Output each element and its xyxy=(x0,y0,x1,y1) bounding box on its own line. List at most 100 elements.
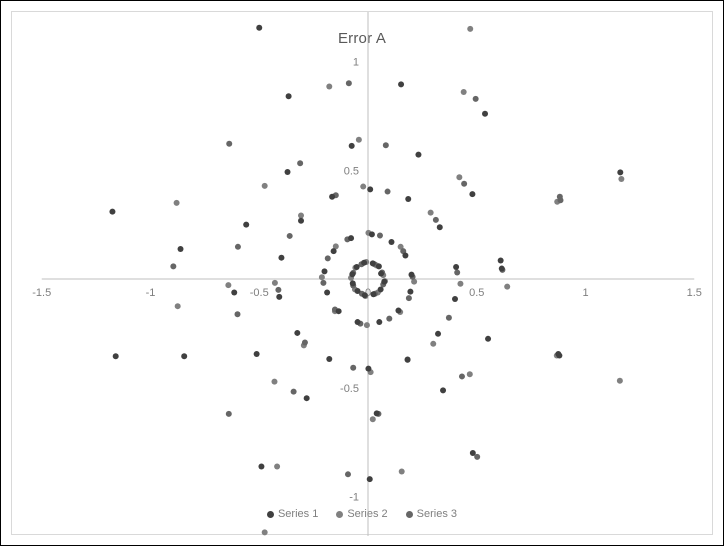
data-point xyxy=(402,252,409,259)
data-point xyxy=(382,142,389,149)
legend-item-2[interactable]: Series 2 xyxy=(336,508,388,520)
data-points-group xyxy=(109,24,625,536)
data-point xyxy=(398,81,405,88)
data-point xyxy=(368,231,375,238)
legend-label: Series 3 xyxy=(416,508,458,520)
legend-item-1[interactable]: Series 1 xyxy=(266,508,318,520)
data-point xyxy=(225,410,232,417)
legend-item-3[interactable]: Series 3 xyxy=(405,508,458,520)
data-point xyxy=(301,339,308,346)
data-point xyxy=(365,365,372,372)
data-point xyxy=(275,286,282,293)
data-point xyxy=(261,182,268,189)
y-tick-label: 0.5 xyxy=(344,165,359,177)
data-point xyxy=(112,353,119,360)
data-point xyxy=(405,295,412,302)
data-point xyxy=(363,322,370,329)
legend-label: Series 2 xyxy=(347,508,388,520)
data-point xyxy=(616,377,623,384)
chart-title: Error A xyxy=(337,30,387,47)
data-point xyxy=(276,293,283,300)
data-point xyxy=(298,212,305,219)
x-tick-label: -1 xyxy=(146,287,156,299)
data-point xyxy=(411,278,418,285)
data-point xyxy=(485,335,492,342)
data-point xyxy=(181,353,188,360)
data-point xyxy=(430,340,437,347)
data-point xyxy=(618,175,625,182)
legend-marker-icon xyxy=(405,510,413,518)
data-point xyxy=(348,235,355,242)
series-1-points xyxy=(109,24,624,483)
data-point xyxy=(361,259,368,266)
data-point xyxy=(278,254,285,261)
y-tick-label: -0.5 xyxy=(340,383,359,395)
data-point xyxy=(318,274,325,281)
data-point xyxy=(271,279,278,286)
data-point xyxy=(472,95,479,102)
data-point xyxy=(398,468,405,475)
data-point xyxy=(373,410,380,417)
data-point xyxy=(231,289,238,296)
data-point xyxy=(457,280,464,287)
x-tick-label: 0 xyxy=(365,287,371,299)
data-point xyxy=(378,270,385,277)
data-point xyxy=(432,216,439,223)
data-point xyxy=(466,371,473,378)
data-point xyxy=(234,311,241,318)
data-point xyxy=(404,356,411,363)
data-point xyxy=(332,243,339,250)
data-point xyxy=(174,303,181,310)
data-point xyxy=(456,174,463,181)
data-point xyxy=(445,314,452,321)
data-point xyxy=(274,463,281,470)
tick-labels-group: -1.5-1-0.500.511.5-1.5-1-0.50.511.5 xyxy=(32,57,702,504)
data-point xyxy=(395,307,402,314)
data-point xyxy=(617,169,624,176)
data-point xyxy=(469,450,476,456)
data-point xyxy=(321,268,328,275)
data-point xyxy=(225,282,232,289)
data-point xyxy=(297,160,304,167)
x-tick-label: 1.5 xyxy=(687,287,702,299)
data-point xyxy=(350,364,357,371)
data-point xyxy=(498,265,505,272)
data-point xyxy=(226,140,233,147)
series-2-points xyxy=(173,25,625,536)
data-point xyxy=(454,269,461,276)
data-point xyxy=(405,195,412,202)
data-point xyxy=(376,319,383,326)
data-point xyxy=(369,416,376,423)
plot-area: -1.5-1-0.500.511.5-1.5-1-0.50.511.5 xyxy=(12,12,714,536)
data-point xyxy=(298,217,305,224)
data-point xyxy=(397,243,404,250)
data-point xyxy=(303,395,310,402)
data-point xyxy=(388,239,395,246)
data-point xyxy=(440,387,447,394)
data-point xyxy=(366,476,373,483)
data-point xyxy=(427,209,434,216)
data-point xyxy=(377,286,384,293)
x-tick-label: -0.5 xyxy=(250,287,269,299)
data-point xyxy=(469,191,476,198)
x-tick-label: -1.5 xyxy=(32,287,51,299)
y-tick-label: 1 xyxy=(353,57,359,69)
chart-container: Error A -1.5-1-0.500.511.5-1.5-1-0.50.51… xyxy=(11,11,714,536)
data-point xyxy=(354,319,361,326)
data-point xyxy=(461,180,468,187)
data-point xyxy=(256,24,263,31)
data-point xyxy=(285,93,292,100)
data-point xyxy=(253,351,260,358)
data-point xyxy=(369,260,376,267)
data-point xyxy=(345,80,352,87)
data-point xyxy=(453,264,460,271)
data-point xyxy=(354,287,361,294)
chart-legend: Series 1 Series 2 Series 3 xyxy=(12,508,712,520)
data-point xyxy=(349,271,356,278)
data-point xyxy=(234,243,241,250)
data-point xyxy=(326,356,333,363)
data-point xyxy=(384,188,391,195)
data-point xyxy=(173,199,180,206)
data-point xyxy=(504,283,511,290)
